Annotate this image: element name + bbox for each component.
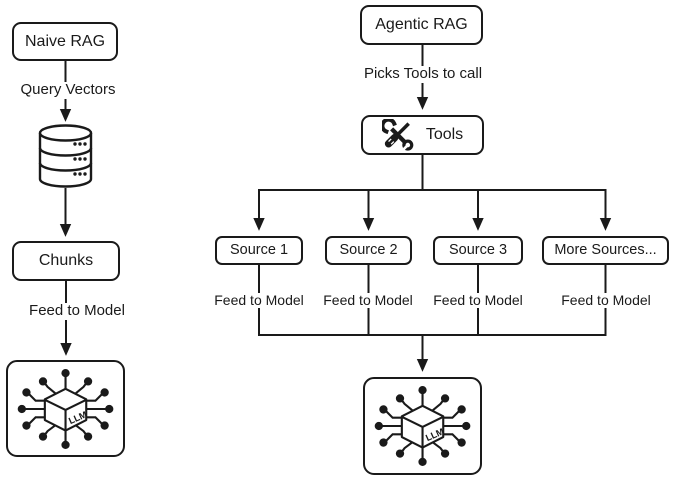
tools-box: Tools (361, 115, 484, 155)
feed-to-model-label-source-2: Feed to Model (319, 292, 417, 309)
wrench-screwdriver-icon (381, 119, 414, 151)
chunks-box: Chunks (12, 241, 120, 281)
agentic-rag-title: Agentic RAG (375, 16, 468, 33)
source-3-label: Source 3 (448, 242, 508, 259)
naive-rag-box: Naive RAG (12, 22, 118, 61)
database-icon (38, 124, 93, 188)
feed-to-model-label-source-4: Feed to Model (557, 292, 655, 309)
feed-to-model-label-source-1: Feed to Model (210, 292, 308, 309)
chunks-title: Chunks (38, 252, 94, 269)
source-1-box: Source 1 (215, 236, 303, 265)
source-2-label: Source 2 (339, 242, 398, 259)
llm-box-agentic: LLM (363, 377, 482, 475)
source-2-box: Source 2 (325, 236, 412, 265)
query-vectors-label: Query Vectors (16, 81, 120, 99)
source-1-label: Source 1 (229, 242, 289, 259)
agentic-rag-box: Agentic RAG (360, 5, 483, 45)
source-3-box: Source 3 (433, 236, 523, 265)
naive-rag-title: Naive RAG (24, 32, 106, 50)
picks-tools-label: Picks Tools to call (359, 65, 487, 83)
llm-box-naive: LLM (6, 360, 125, 457)
tools-title: Tools (425, 126, 464, 143)
llm-network-icon: LLM (374, 385, 470, 467)
feed-to-model-label-naive: Feed to Model (25, 302, 129, 320)
more-sources-box: More Sources... (542, 236, 669, 265)
llm-network-icon: LLM (17, 368, 113, 449)
more-sources-label: More Sources... (554, 242, 657, 259)
feed-to-model-label-source-3: Feed to Model (429, 292, 527, 309)
